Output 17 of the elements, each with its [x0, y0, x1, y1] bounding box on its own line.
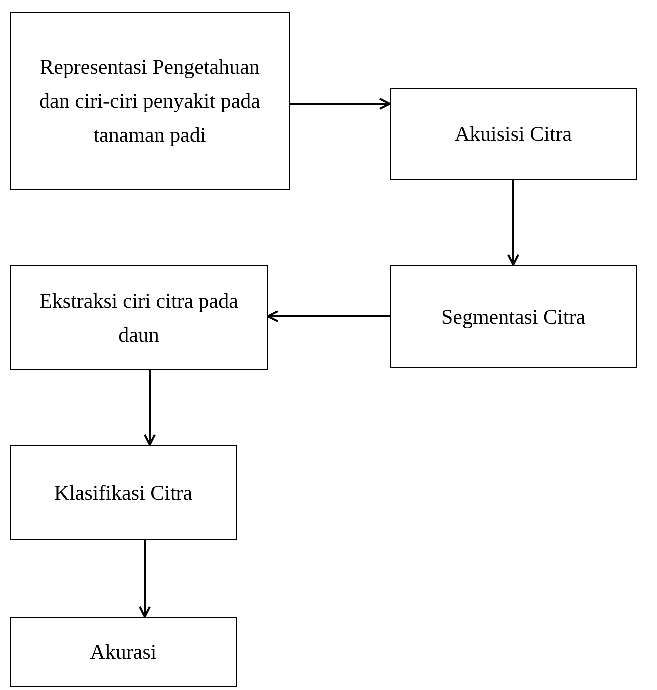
- box-label: Segmentasi Citra: [441, 304, 586, 330]
- process-box: [10, 265, 268, 370]
- box-label: Akuisisi Citra: [454, 121, 572, 148]
- arrow: [139, 540, 151, 618]
- box-label: Klasifikasi Citra: [54, 480, 193, 506]
- arrow: [144, 370, 156, 446]
- box-label: Representasi Pengetahuan dan ciri-ciri penyakit pada tanaman padi: [38, 54, 262, 149]
- box-label: Ekstraksi ciri citra pada daun: [38, 288, 240, 348]
- process-box: [10, 445, 237, 540]
- box-label: Akurasi: [90, 639, 157, 666]
- process-box: [390, 265, 637, 368]
- process-box: [10, 12, 290, 190]
- arrow: [290, 98, 391, 110]
- arrow: [508, 180, 520, 266]
- process-box: [10, 617, 237, 687]
- process-box: [390, 88, 637, 180]
- arrow: [267, 310, 390, 322]
